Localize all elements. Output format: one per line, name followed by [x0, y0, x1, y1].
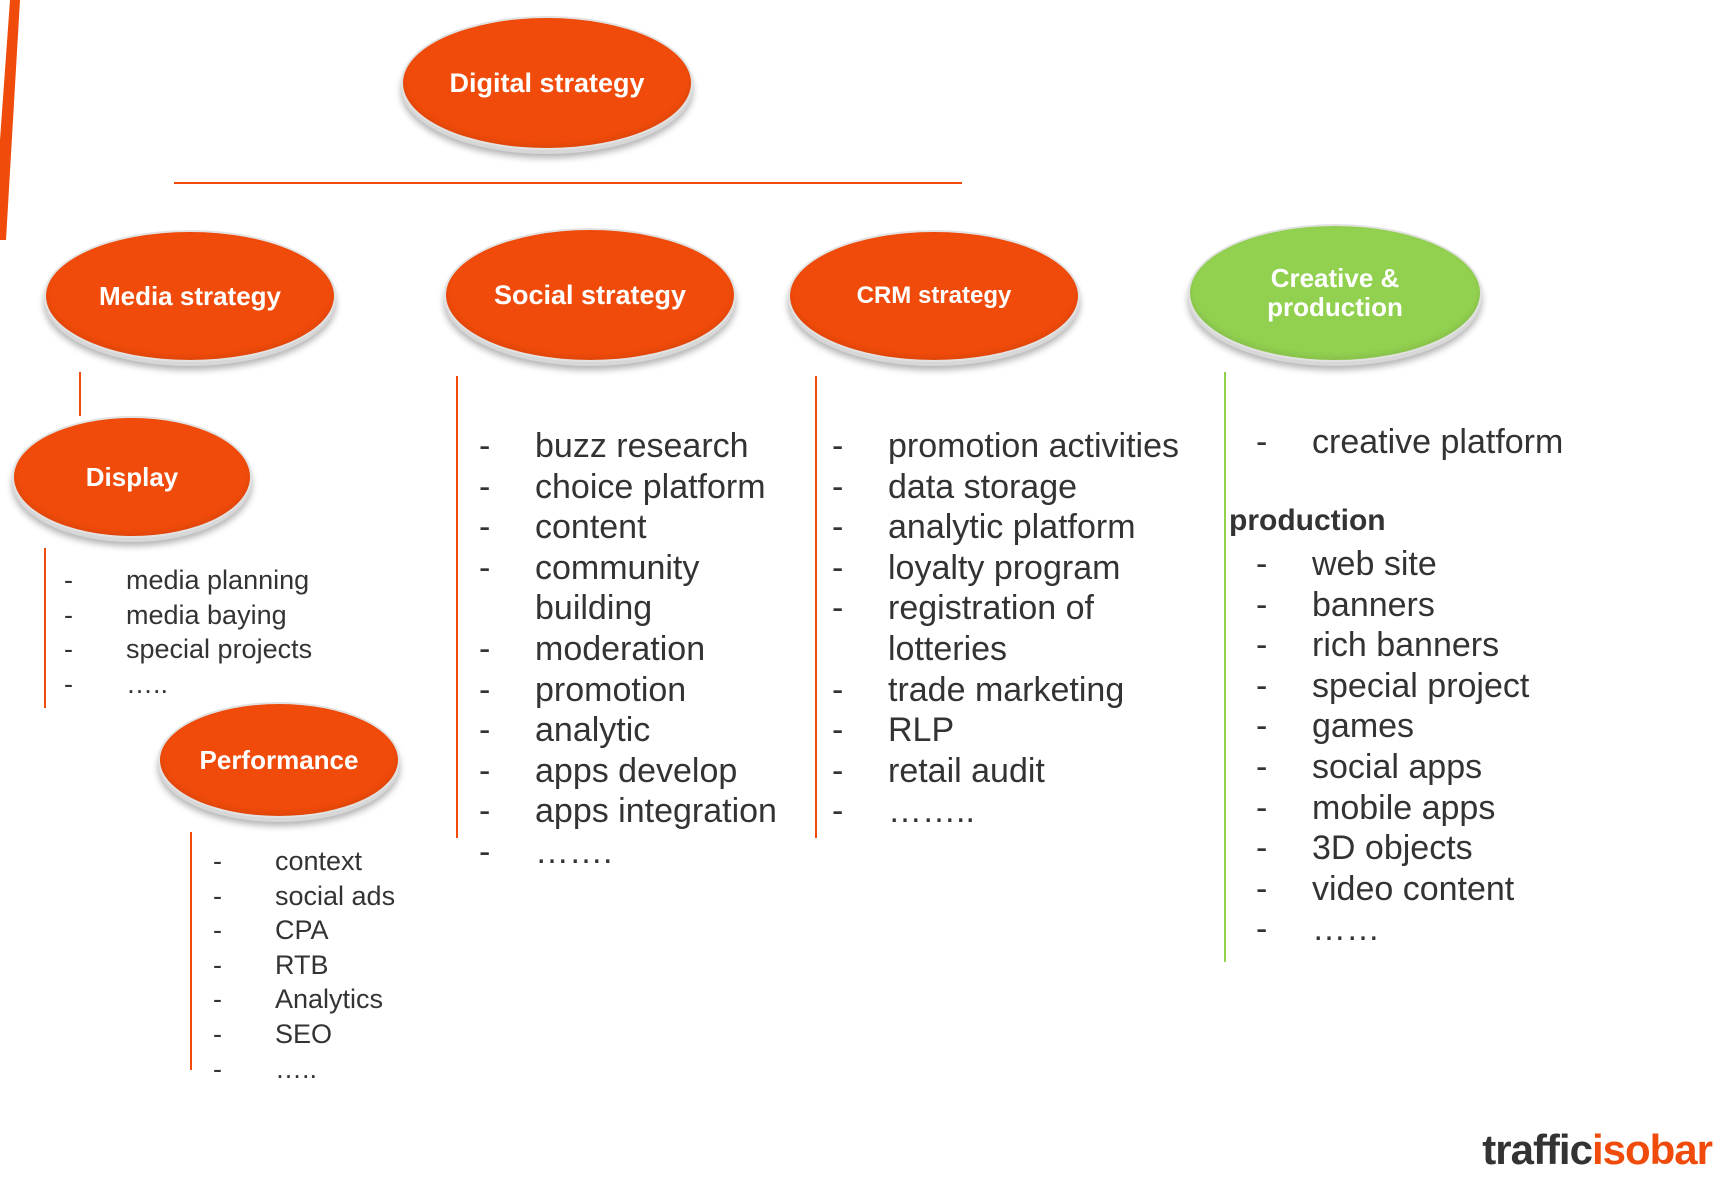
list-item: apps integration [451, 791, 796, 832]
social-strategy-node: Social strategy [444, 228, 736, 362]
display-list: media planning media baying special proj… [44, 563, 374, 701]
crm-strategy-label: CRM strategy [856, 282, 1012, 309]
list-item: analytic platform [804, 507, 1204, 548]
list-item: media planning [44, 563, 374, 598]
traffic-isobar-logo: trafficisobar [1482, 1126, 1713, 1174]
performance-node: Performance [158, 702, 400, 818]
list-item: banners [1228, 585, 1628, 626]
list-item: ….. [193, 1052, 473, 1087]
list-item: context [193, 844, 473, 879]
media-strategy-node: Media strategy [44, 230, 336, 362]
display-node: Display [12, 416, 252, 538]
list-item: rich banners [1228, 625, 1628, 666]
media-strategy-label: Media strategy [98, 280, 282, 311]
top-connector-line [174, 182, 962, 184]
list-item: special project [1228, 666, 1628, 707]
list-item: promotion [451, 670, 796, 711]
creative-list-line [1224, 372, 1226, 962]
crm-list: promotion activities data storage analyt… [804, 426, 1204, 832]
accent-stroke [0, 0, 20, 240]
list-item: buzz research [451, 426, 796, 467]
list-item: trade marketing [804, 670, 1204, 711]
list-item: social apps [1228, 747, 1628, 788]
social-strategy-label: Social strategy [493, 279, 687, 310]
logo-part-traffic: traffic [1482, 1126, 1593, 1173]
list-item: SEO [193, 1017, 473, 1052]
performance-list: context social ads CPA RTB Analytics SEO… [193, 844, 473, 1086]
list-item: ……. [451, 832, 796, 873]
list-item: content [451, 507, 796, 548]
list-item: data storage [804, 467, 1204, 508]
list-item: moderation [451, 629, 796, 670]
social-list: buzz research choice platform content co… [451, 426, 796, 873]
digital-strategy-label: Digital strategy [449, 67, 645, 98]
list-item: mobile apps [1228, 788, 1628, 829]
list-item: web site [1228, 544, 1628, 585]
creative-production-label: Creative & production [1267, 263, 1403, 322]
performance-list-line [190, 832, 192, 1070]
list-item: media baying [44, 598, 374, 633]
media-connector-line [79, 372, 81, 416]
display-label: Display [85, 461, 179, 492]
list-item: choice platform [451, 467, 796, 508]
list-item: creative platform [1228, 422, 1628, 463]
list-item: RTB [193, 948, 473, 983]
list-item: CPA [193, 913, 473, 948]
list-item: social ads [193, 879, 473, 914]
digital-strategy-node: Digital strategy [401, 16, 693, 150]
list-item: community building [451, 548, 735, 629]
logo-part-isobar: isobar [1591, 1126, 1713, 1173]
production-list: web site banners rich banners special pr… [1228, 544, 1628, 950]
creative-production-node: Creative & production [1188, 224, 1482, 362]
list-item: …… [1228, 909, 1628, 950]
creative-list: creative platform [1228, 422, 1628, 463]
list-item: loyalty program [804, 548, 1204, 589]
list-item: apps develop [451, 751, 796, 792]
list-item: special projects [44, 632, 374, 667]
list-item: games [1228, 706, 1628, 747]
list-item: 3D objects [1228, 828, 1628, 869]
list-item: analytic [451, 710, 796, 751]
list-item: Analytics [193, 982, 473, 1017]
list-item: video content [1228, 869, 1628, 910]
list-item: registration of lotteries [804, 588, 1118, 669]
list-item: ….. [44, 667, 374, 702]
list-item: retail audit [804, 751, 1204, 792]
list-item: RLP [804, 710, 1204, 751]
list-item: promotion activities [804, 426, 1204, 467]
performance-label: Performance [199, 744, 359, 775]
list-item: …….. [804, 791, 1204, 832]
crm-strategy-node: CRM strategy [788, 230, 1080, 362]
production-heading: production [1229, 504, 1386, 537]
